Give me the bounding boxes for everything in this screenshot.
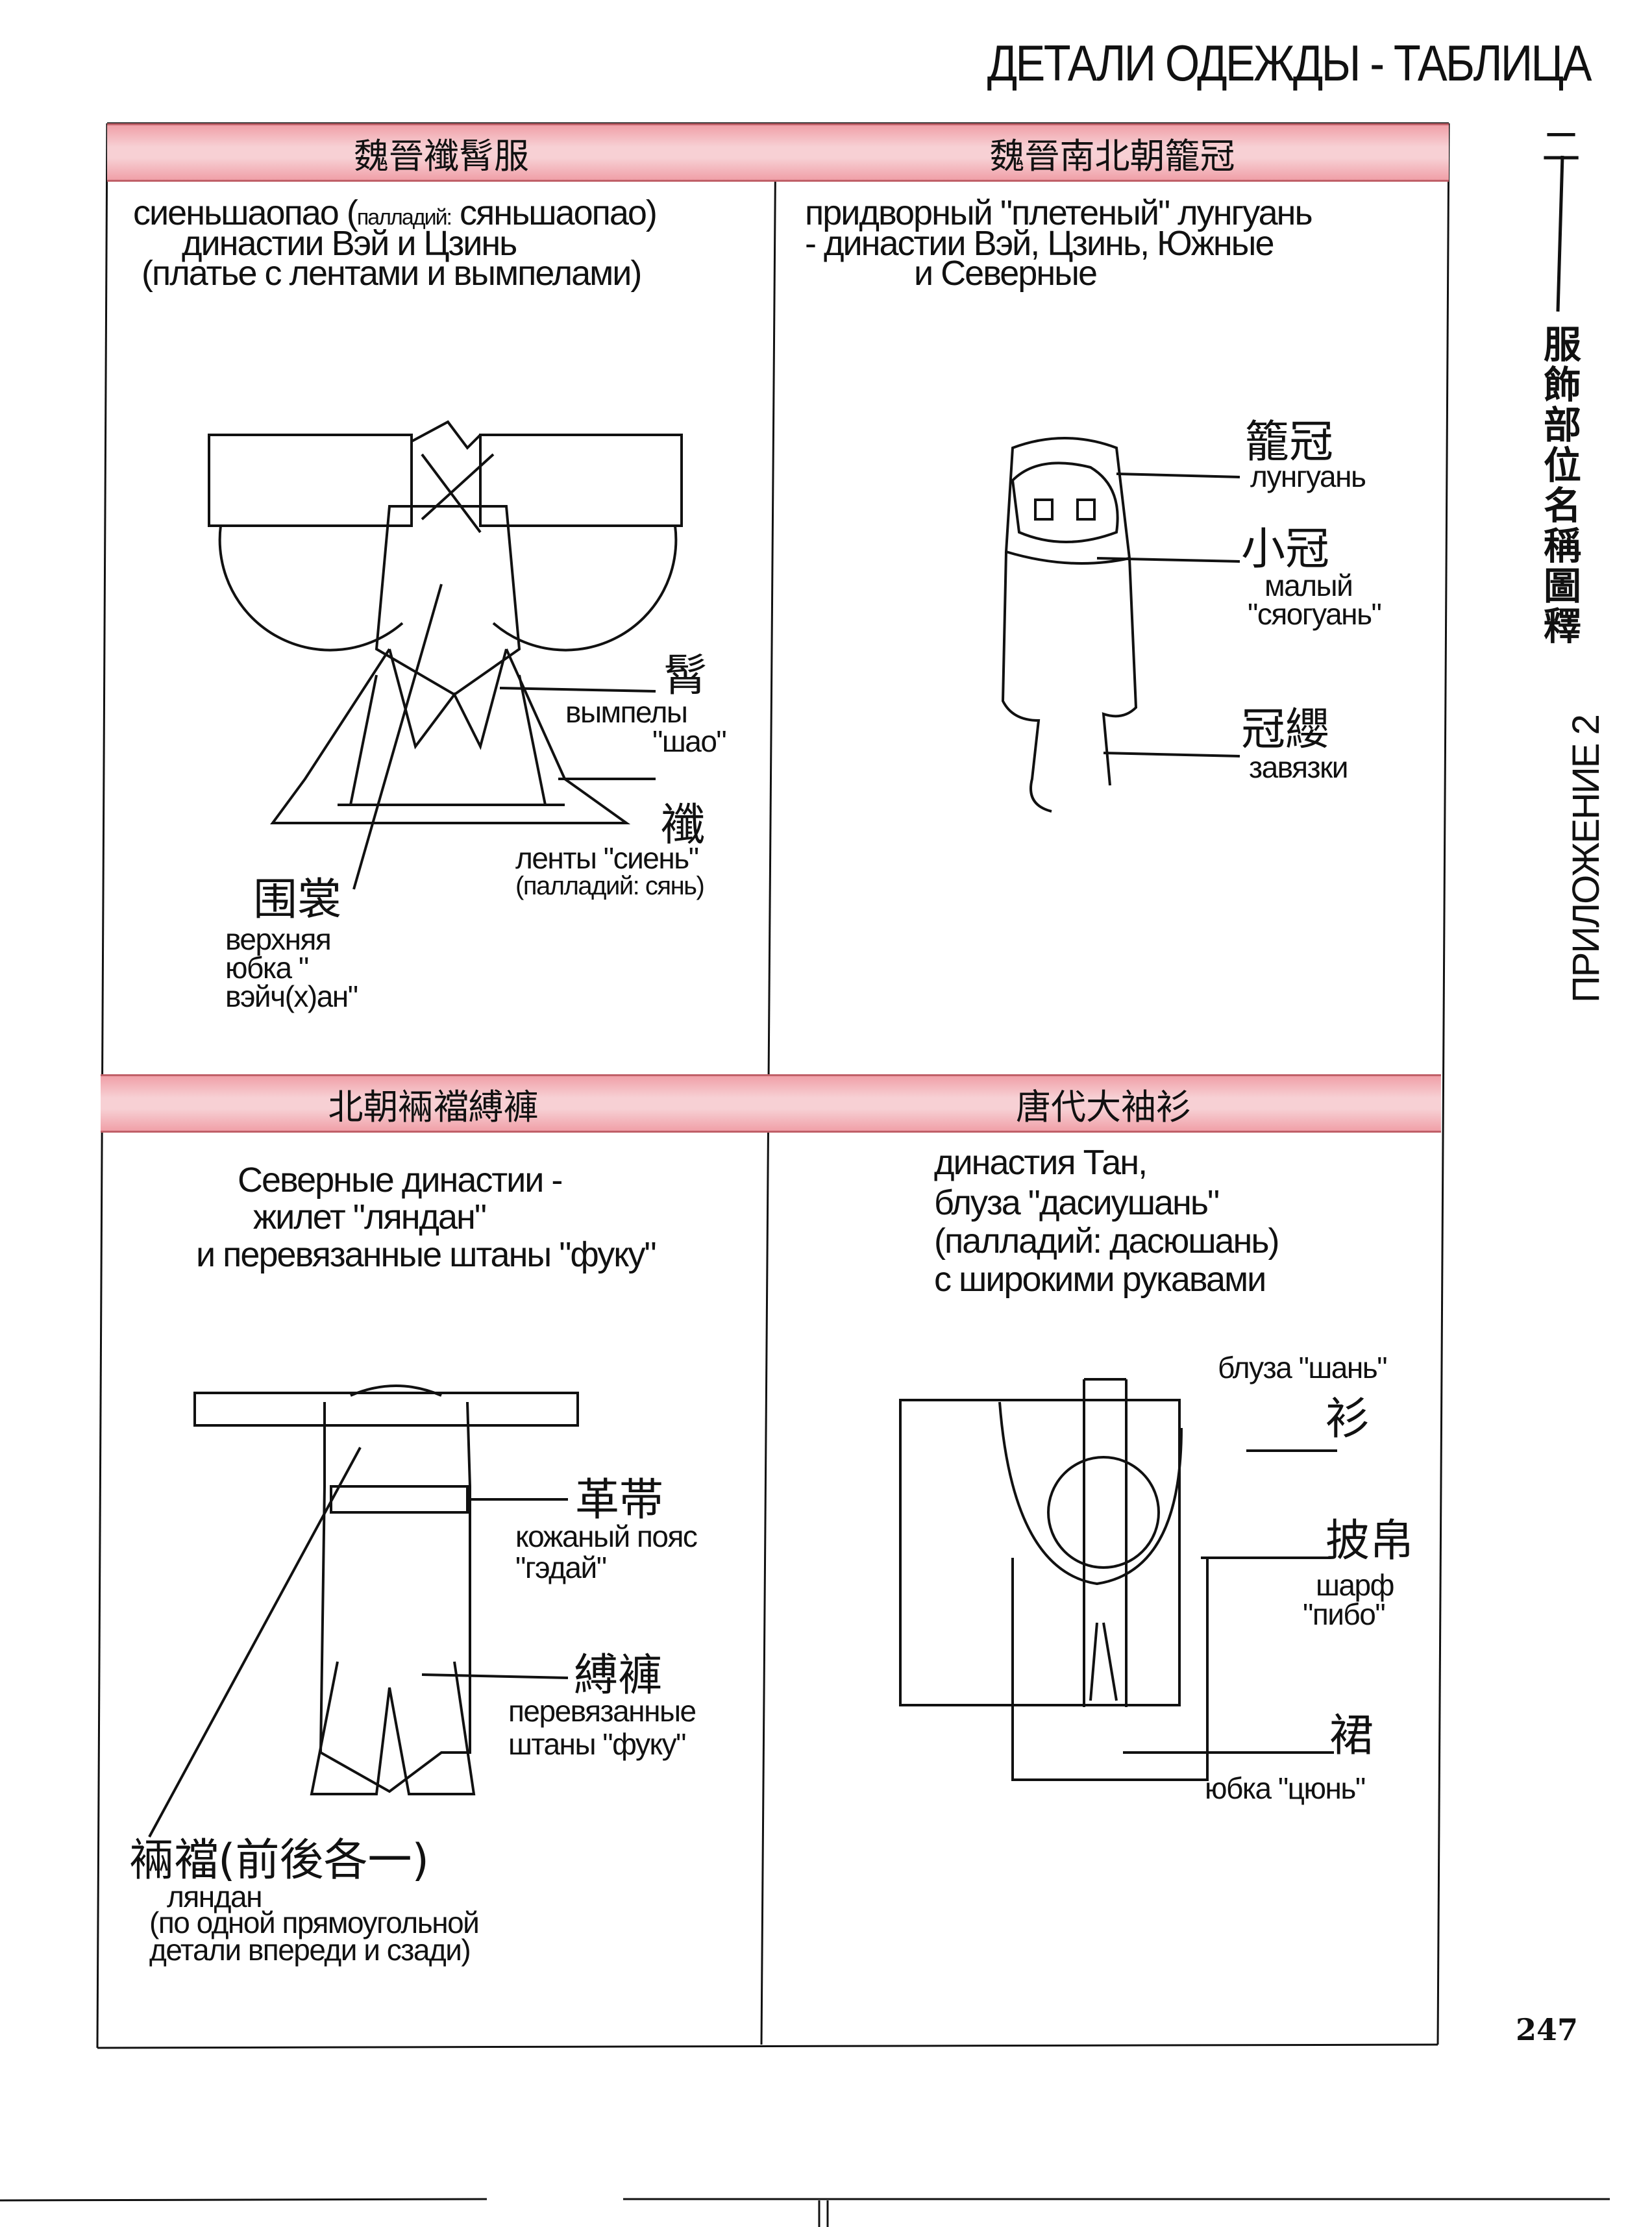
- cell-header-2: 魏晉南北朝籠冠: [776, 123, 1449, 182]
- label-cn-fuku: 縛褲: [574, 1650, 663, 1701]
- sidebar-ru-title: ПРИЛОЖЕНИЕ 2: [1565, 715, 1607, 1003]
- hat-illustration: [1001, 437, 1240, 813]
- label-ru-pibo-2: "пибо": [1303, 1597, 1386, 1631]
- cell2-desc-line1: придворный "плетеный" лунгуань: [805, 193, 1313, 232]
- cell3-desc-line3: и перевязанные штаны "фуку": [196, 1235, 657, 1274]
- cell3-desc-line1: Северные династии -: [238, 1161, 563, 1200]
- cell1-desc-line3: (платье с лентами и вымпелами): [142, 254, 642, 293]
- cell-header-1: 魏晉襳髾服: [107, 123, 776, 182]
- label-cn-shao: 髾: [663, 650, 708, 702]
- label-cn-longguan: 籠冠: [1245, 417, 1334, 468]
- label-cn-guanying: 冠纓: [1241, 704, 1330, 756]
- sidebar-rule: [1556, 155, 1564, 312]
- cell2-desc-line2: - династии Вэй, Цзинь, Южные: [805, 224, 1274, 263]
- label-ru-xiaoguan-2: "сяогуань": [1248, 597, 1382, 631]
- label-ru-weichang-1: верхняя: [225, 922, 332, 956]
- label-ru-weichang-3: вэйч(х)ан": [225, 979, 358, 1013]
- cell4-desc-line3: (палладий: дасюшань): [934, 1222, 1279, 1261]
- label-ru-qun: юбка "цюнь": [1205, 1771, 1366, 1805]
- blouse-illustration: [899, 1378, 1337, 1781]
- label-ru-shao-2: "шао": [652, 724, 727, 758]
- label-cn-qun: 裙: [1329, 1710, 1374, 1762]
- label-ru-weichang-2: юбка ": [225, 951, 309, 985]
- label-ru-pibo-1: шарф: [1316, 1568, 1394, 1602]
- label-cn-liangdang: 裲襠(前後各一): [130, 1835, 430, 1886]
- label-ru-gedai-1: кожаный пояс: [515, 1520, 698, 1553]
- label-ru-gedai-2: "гэдай": [515, 1551, 607, 1584]
- label-ru-liangdang-2: (по одной прямоугольной: [149, 1906, 480, 1939]
- label-ru-shan: блуза "шань": [1218, 1351, 1388, 1384]
- cell1-desc-line2: династии Вэй и Цзинь: [182, 224, 517, 263]
- label-ru-liangdang-1: ляндан: [167, 1880, 262, 1913]
- page-title: ДЕТАЛИ ОДЕЖДЫ - ТАБЛИЦА: [987, 34, 1592, 92]
- cell-header-4: 唐代大袖衫: [766, 1074, 1441, 1133]
- label-ru-liangdang-3: детали впереди и сзади): [149, 1933, 471, 1967]
- page-number: 247: [1516, 2012, 1579, 2047]
- scan-edge-lines: [0, 2198, 1610, 2227]
- label-cn-xiaoguan: 小冠: [1241, 524, 1330, 575]
- label-ru-sien-1: ленты "сиень": [515, 841, 699, 875]
- label-ru-fuku-1: перевязанные: [508, 1694, 697, 1728]
- label-cn-shan: 衫: [1325, 1394, 1370, 1445]
- vest-trousers-illustration: [148, 1384, 579, 1838]
- label-cn-sien: 襳: [661, 800, 706, 851]
- label-cn-gedai: 革帯: [575, 1475, 664, 1526]
- cell4-desc-line4: с широкими рукавами: [934, 1260, 1266, 1299]
- label-ru-shao-1: вымпелы: [565, 695, 688, 729]
- cell4-desc-line1: династия Тан,: [934, 1143, 1148, 1182]
- cell3-desc-line2: жилет "ляндан": [253, 1198, 487, 1237]
- cell1-desc-line1: сиеньшаопао (палладий: сяньшаопао): [133, 193, 658, 232]
- label-ru-fuku-2: штаны "фуку": [508, 1727, 686, 1761]
- label-ru-longguan: лунгуань: [1250, 460, 1366, 493]
- sidebar-cn-title: 服飾部位名稱圖釋: [1543, 323, 1581, 648]
- cell-header-3: 北朝裲襠縛褲: [101, 1074, 766, 1133]
- cell2-desc-line3: и Северные: [914, 254, 1098, 293]
- label-ru-xiaoguan-1: малый: [1264, 569, 1353, 602]
- cell4-desc-line2: блуза "дасиушань": [934, 1183, 1220, 1222]
- label-cn-pibo: 披帛: [1325, 1516, 1414, 1567]
- label-ru-guanying: завязки: [1249, 750, 1348, 784]
- label-cn-weichang: 围裳: [253, 874, 342, 926]
- robe-illustration: [208, 420, 683, 890]
- label-ru-sien-2: (палладий: сянь): [515, 872, 705, 900]
- sidebar-section-number: 二: [1542, 125, 1581, 169]
